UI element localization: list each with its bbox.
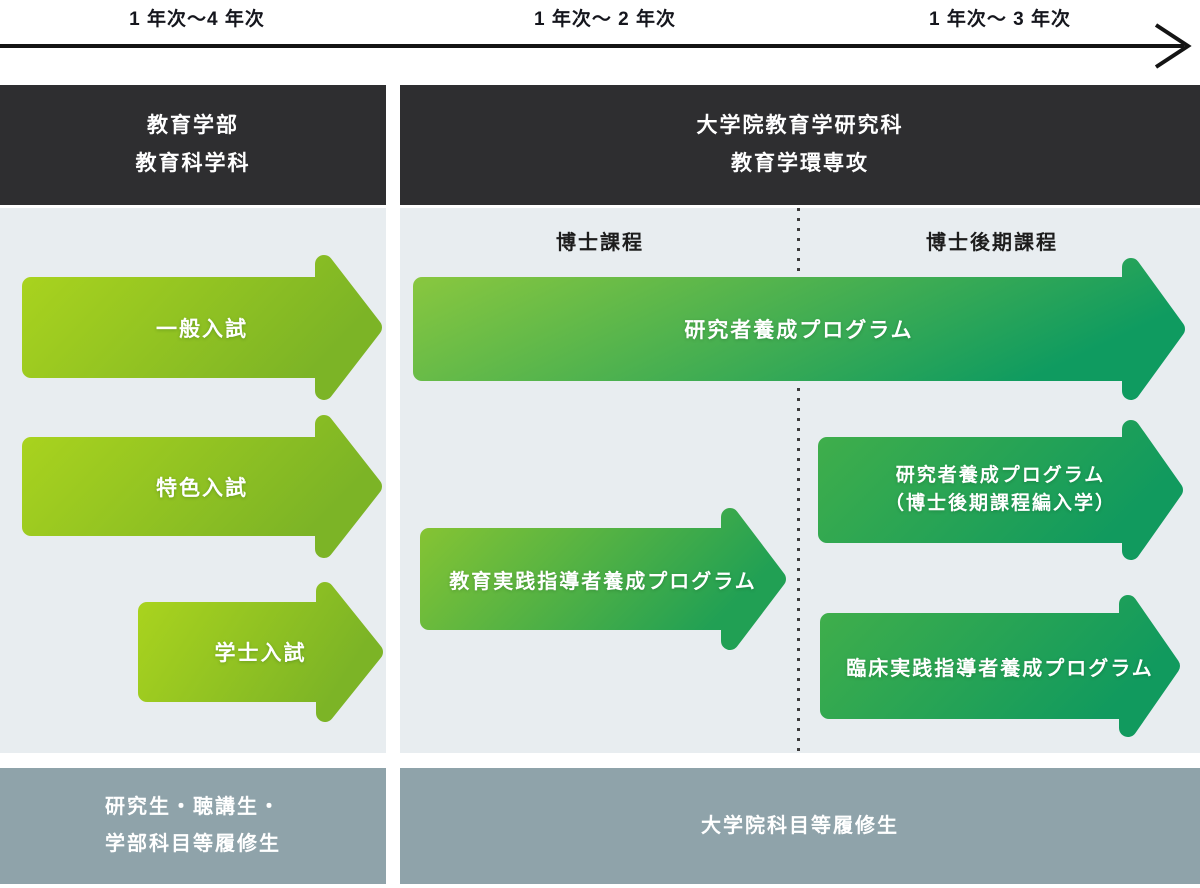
arrow-general-admission: 一般入試 <box>22 255 411 400</box>
timeline-arrow-icon <box>0 23 1192 69</box>
graduate-non-degree-bar: 大学院科目等履修生 <box>400 768 1200 884</box>
subheader-late-doctoral-program: 博士後期課程 <box>926 232 1058 254</box>
graduate-school-header-line2: 教育学環専攻 <box>731 152 869 175</box>
timeline-label-doctoral: 1 年次〜 3 年次 <box>929 9 1071 30</box>
arrow-researcher-program-label: 研究者養成プログラム <box>684 319 914 342</box>
faculty-header-line1: 教育学部 <box>147 114 239 138</box>
subheader-doctoral-program: 博士課程 <box>556 232 644 254</box>
arrow-researcher-transfer-program: 研究者養成プログラム （博士後期課程編入学） <box>818 420 1200 560</box>
arrow-researcher-transfer-line2: （博士後期課程編入学） <box>884 493 1116 514</box>
graduate-school-header-line1: 大学院教育学研究科 <box>696 114 904 138</box>
undergrad-non-degree-line2: 学部科目等履修生 <box>105 833 281 855</box>
arrow-education-practice-program: 教育実践指導者養成プログラム <box>420 508 814 650</box>
faculty-header: 教育学部 教育科学科 <box>0 85 386 205</box>
undergrad-non-degree-line1: 研究生・聴講生・ <box>105 796 281 818</box>
faculty-header-line2: 教育科学科 <box>135 152 251 175</box>
arrow-bachelor-admission: 学士入試 <box>138 582 412 722</box>
arrow-researcher-transfer-line1: 研究者養成プログラム <box>895 464 1106 486</box>
arrow-researcher-transfer-program-label: 研究者養成プログラム （博士後期課程編入学） <box>885 462 1116 519</box>
arrow-special-admission: 特色入試 <box>22 415 411 558</box>
timeline-label-masters: 1 年次〜 2 年次 <box>534 9 676 30</box>
arrow-clinical-practice-program: 臨床実践指導者養成プログラム <box>820 595 1200 737</box>
undergrad-non-degree-bar: 研究生・聴講生・ 学部科目等履修生 <box>0 768 386 884</box>
arrow-researcher-program: 研究者養成プログラム <box>413 258 1200 400</box>
arrow-education-practice-program-label: 教育実践指導者養成プログラム <box>449 570 757 593</box>
arrow-clinical-practice-program-label: 臨床実践指導者養成プログラム <box>846 657 1154 680</box>
arrow-general-admission-label: 一般入試 <box>156 317 248 341</box>
doctoral-phase-divider <box>797 208 800 753</box>
timeline-label-undergrad: 1 年次〜4 年次 <box>129 9 265 30</box>
graduate-school-header: 大学院教育学研究科 教育学環専攻 <box>400 85 1200 205</box>
arrow-special-admission-label: 特色入試 <box>156 476 248 500</box>
arrow-bachelor-admission-label: 学士入試 <box>214 642 307 665</box>
graduate-non-degree-line1: 大学院科目等履修生 <box>701 814 899 837</box>
